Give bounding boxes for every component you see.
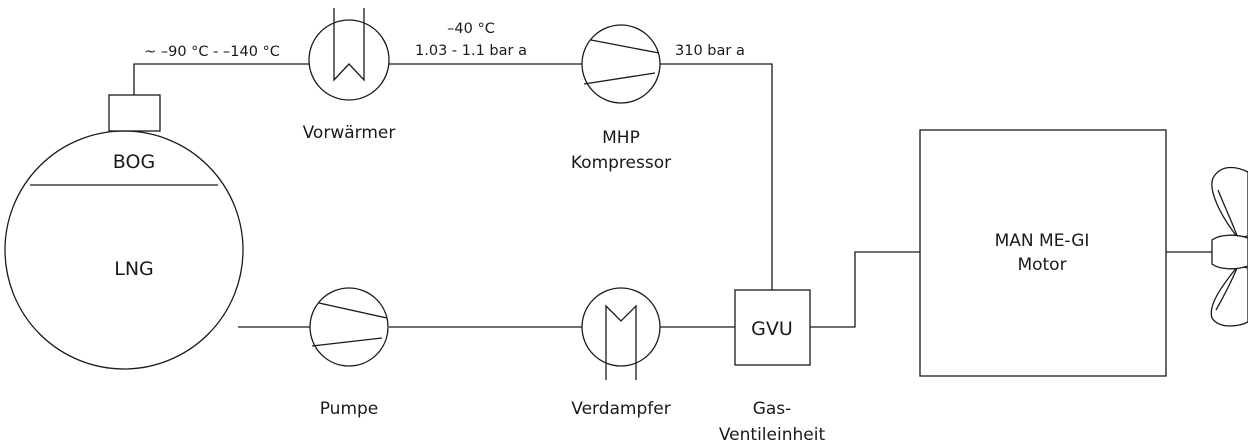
bog-label: BOG xyxy=(113,151,155,173)
gvu-caption-line2: Ventileinheit xyxy=(719,425,826,445)
evaporator-icon xyxy=(581,287,661,380)
preheater-coil xyxy=(333,8,365,82)
evaporator-body xyxy=(581,287,661,367)
engine-label-line1: MAN ME-GI xyxy=(995,231,1090,251)
tank-dome xyxy=(108,94,161,132)
temp-after-preheater-label: –40 °C xyxy=(447,21,495,37)
propeller-icon xyxy=(1210,166,1248,327)
engine-box xyxy=(919,129,1167,377)
compressor-caption-line2: Kompressor xyxy=(571,153,671,173)
pressure-after-preheater-label: 1.03 - 1.1 bar a xyxy=(415,43,527,59)
lng-tank: BOG LNG xyxy=(4,94,244,370)
compressor-caption-line1: MHP xyxy=(602,128,640,148)
piping xyxy=(133,63,1212,328)
compressor-icon xyxy=(581,24,661,104)
gvu-caption-line1: Gas- xyxy=(753,399,792,419)
pump-body xyxy=(309,287,389,367)
preheater-caption: Vorwärmer xyxy=(303,123,396,143)
pump-icon xyxy=(309,287,389,367)
line-compressor-to-gvu xyxy=(660,63,773,290)
gvu-box xyxy=(734,289,811,366)
preheater-body xyxy=(308,19,390,101)
lng-label: LNG xyxy=(114,258,154,280)
evaporator-coil xyxy=(605,304,637,380)
engine-label-line2: Motor xyxy=(1017,255,1066,275)
bog-line-tank-to-preheater xyxy=(133,63,310,95)
gvu-block: GVU xyxy=(734,289,811,366)
engine-block: MAN ME-GI Motor xyxy=(919,129,1167,377)
heat-exchanger-icon xyxy=(308,8,390,101)
pressure-after-compressor-label: 310 bar a xyxy=(675,43,745,59)
compressor-body xyxy=(581,24,661,104)
gvu-label: GVU xyxy=(751,318,793,340)
evaporator-caption: Verdampfer xyxy=(571,399,670,419)
propeller-hub xyxy=(1211,234,1248,270)
pump-caption: Pumpe xyxy=(320,399,379,419)
temp-tank-outlet-label: ~ –90 °C - –140 °C xyxy=(144,44,280,60)
line-gvu-to-engine xyxy=(810,251,920,328)
